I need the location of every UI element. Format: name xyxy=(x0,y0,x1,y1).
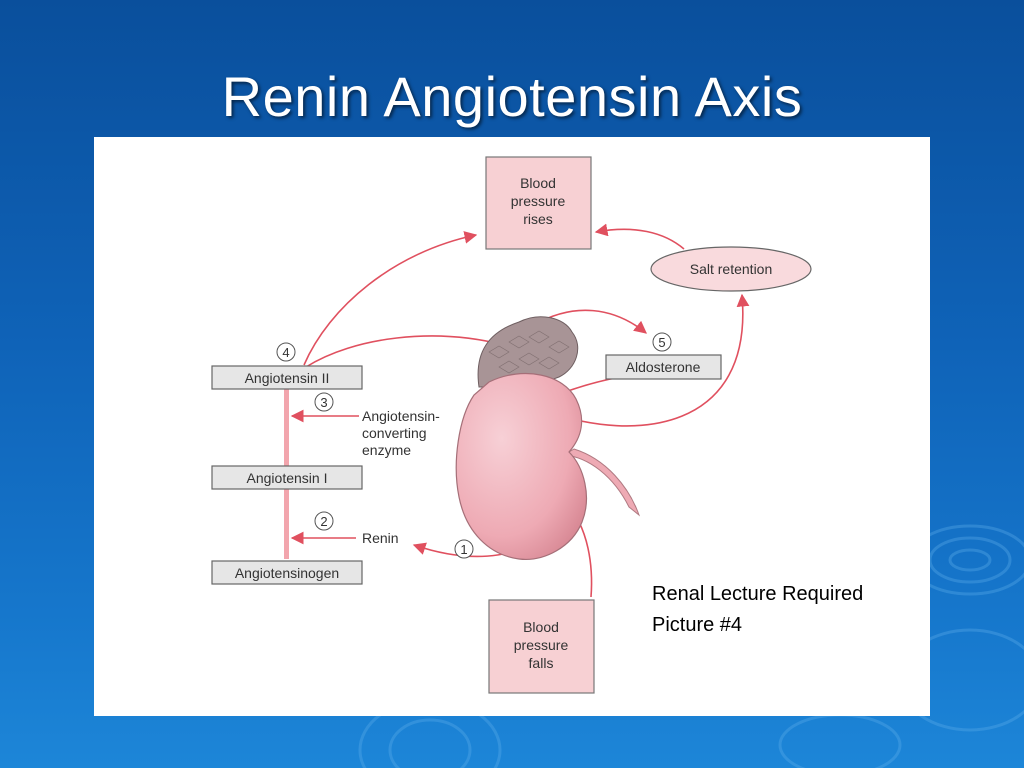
arrow-kidney-to-salt-retention xyxy=(548,293,750,427)
step-2-label: 2 xyxy=(320,514,327,529)
step-4-label: 4 xyxy=(282,345,289,360)
box-angiotensinogen: Angiotensinogen xyxy=(211,560,363,585)
step-2-marker: 2 xyxy=(314,511,334,531)
bp-falls-line-3: falls xyxy=(529,655,554,671)
step-1-marker: 1 xyxy=(454,539,474,559)
arrow-salt-to-bp-rises xyxy=(594,223,685,250)
step-3-marker: 3 xyxy=(314,392,334,412)
angiotensin-ii-label: Angiotensin II xyxy=(245,370,330,386)
salt-retention-label: Salt retention xyxy=(690,261,773,277)
salt-retention-node: Salt retention xyxy=(650,246,812,292)
box-aldosterone: Aldosterone xyxy=(605,354,722,380)
box-angiotensin-ii: Angiotensin II xyxy=(211,365,363,390)
ace-line-1: Angiotensin- xyxy=(362,408,440,424)
angiotensin-i-label: Angiotensin I xyxy=(247,470,328,486)
bp-falls-line-1: Blood xyxy=(523,619,559,635)
box-bp-rises: Blood pressure rises xyxy=(485,156,592,250)
bp-rises-line-3: rises xyxy=(523,211,553,227)
ace-line-3: enzyme xyxy=(362,442,411,458)
aldosterone-label: Aldosterone xyxy=(626,359,701,375)
renin-label: Renin xyxy=(362,530,399,546)
angiotensinogen-label: Angiotensinogen xyxy=(235,565,339,581)
slide-title: Renin Angiotensin Axis xyxy=(221,65,803,128)
box-bp-falls: Blood pressure falls xyxy=(488,599,595,694)
step-5-label: 5 xyxy=(658,335,665,350)
ace-line-2: converting xyxy=(362,425,427,441)
caption-line-2: Picture #4 xyxy=(652,614,743,636)
caption: Renal Lecture Required Picture #4 xyxy=(652,579,932,641)
ace-label: Angiotensin- converting enzyme xyxy=(362,408,440,458)
step-1-label: 1 xyxy=(460,542,467,557)
kidney xyxy=(455,372,641,560)
renin-angiotensin-diagram: Blood pressure rises Salt retention xyxy=(211,156,812,694)
step-3-label: 3 xyxy=(320,395,327,410)
step-4-marker: 4 xyxy=(276,342,296,362)
box-angiotensin-i: Angiotensin I xyxy=(211,465,363,490)
caption-line-1: Renal Lecture Required xyxy=(652,583,864,605)
arrow-angII-to-adrenal xyxy=(305,335,505,368)
step-5-marker: 5 xyxy=(652,332,672,352)
diagram-panel: Blood pressure rises Salt retention xyxy=(94,137,930,716)
bp-falls-line-2: pressure xyxy=(514,637,569,653)
arrow-angII-to-bp-rises xyxy=(303,231,478,366)
bp-rises-line-2: pressure xyxy=(511,193,566,209)
bp-rises-line-1: Blood xyxy=(520,175,556,191)
